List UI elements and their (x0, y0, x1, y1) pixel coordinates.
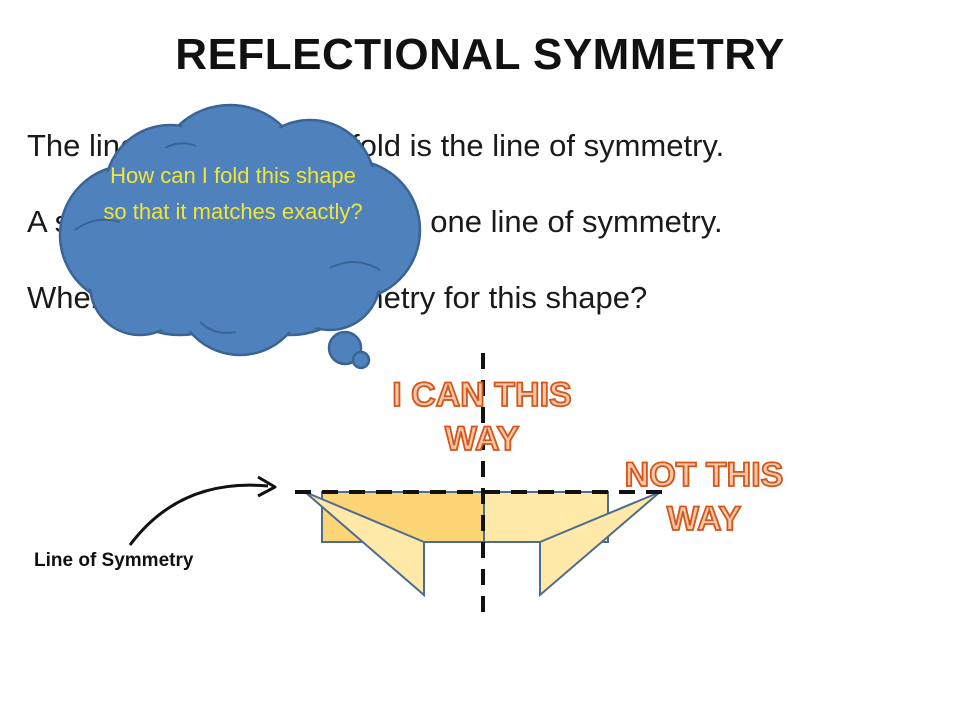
correct-line-2: WAY (445, 420, 520, 458)
incorrect-line-2: WAY (667, 500, 742, 538)
callout-text: How can I fold this shape so that it mat… (103, 163, 363, 224)
arrow-head (257, 475, 277, 498)
line-of-symmetry-label: Line of Symmetry (34, 550, 194, 571)
correct-line-1: I CAN THIS (392, 376, 571, 414)
incorrect-line-1: NOT THIS (625, 456, 784, 494)
arrow-curve (128, 483, 269, 546)
cloud-tail-small (351, 350, 371, 370)
slide-title: REFLECTIONAL SYMMETRY (175, 30, 785, 79)
right-triangle (539, 491, 661, 598)
left-triangle (304, 491, 425, 598)
